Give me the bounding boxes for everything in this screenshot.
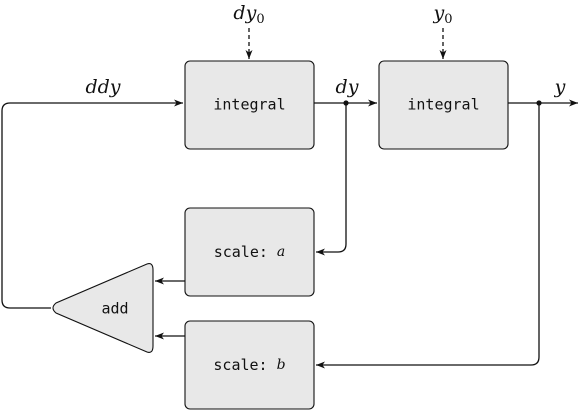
y-label: y [554, 76, 566, 98]
integral-block-1: integral [184, 60, 315, 150]
scale-b-label: scale: b [213, 356, 285, 374]
scale-a-label: scale: a [214, 243, 286, 261]
dy-to-scale-a-wire [316, 103, 347, 256]
add-block: add [52, 263, 154, 353]
y-to-scale-b-wire [316, 103, 540, 369]
ddy-feedback-wire [1, 99, 183, 309]
integral-block-2: integral [378, 60, 509, 150]
integral-block-1-label: integral [213, 96, 285, 114]
dy-junction-dot [343, 100, 349, 106]
dy0-label-sub: 0 [256, 12, 264, 27]
scale-a-param: a [277, 244, 285, 260]
scale-a-prefix: scale: [214, 243, 277, 261]
scale-b-param: b [277, 357, 286, 373]
dy0-label: dy0 [233, 2, 264, 27]
add-block-label: add [101, 300, 128, 318]
y0-label-sub: 0 [444, 12, 452, 27]
y-junction-dot [536, 100, 542, 106]
scale-a-block: scale: a [184, 207, 315, 297]
scale-b-block: scale: b [184, 320, 315, 410]
y0-label-base: y [432, 2, 444, 24]
y0-label: y0 [432, 2, 452, 27]
dy-label: dy [336, 76, 359, 98]
integral-block-2-label: integral [407, 96, 479, 114]
scale-b-prefix: scale: [213, 356, 276, 374]
dy0-label-base: dy [233, 2, 256, 24]
ddy-label: ddy [85, 76, 120, 98]
